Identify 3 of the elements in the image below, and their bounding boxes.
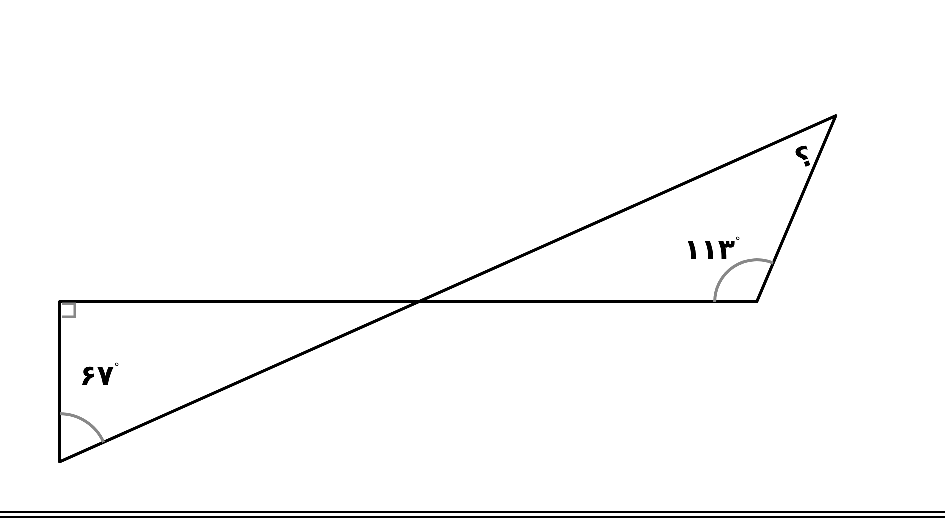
angle-label: ؟ [792,142,817,174]
angle-label: ۶۷$^{°}$ [80,362,120,390]
angle-label: ۱۱۳$^{°}$ [684,236,741,264]
